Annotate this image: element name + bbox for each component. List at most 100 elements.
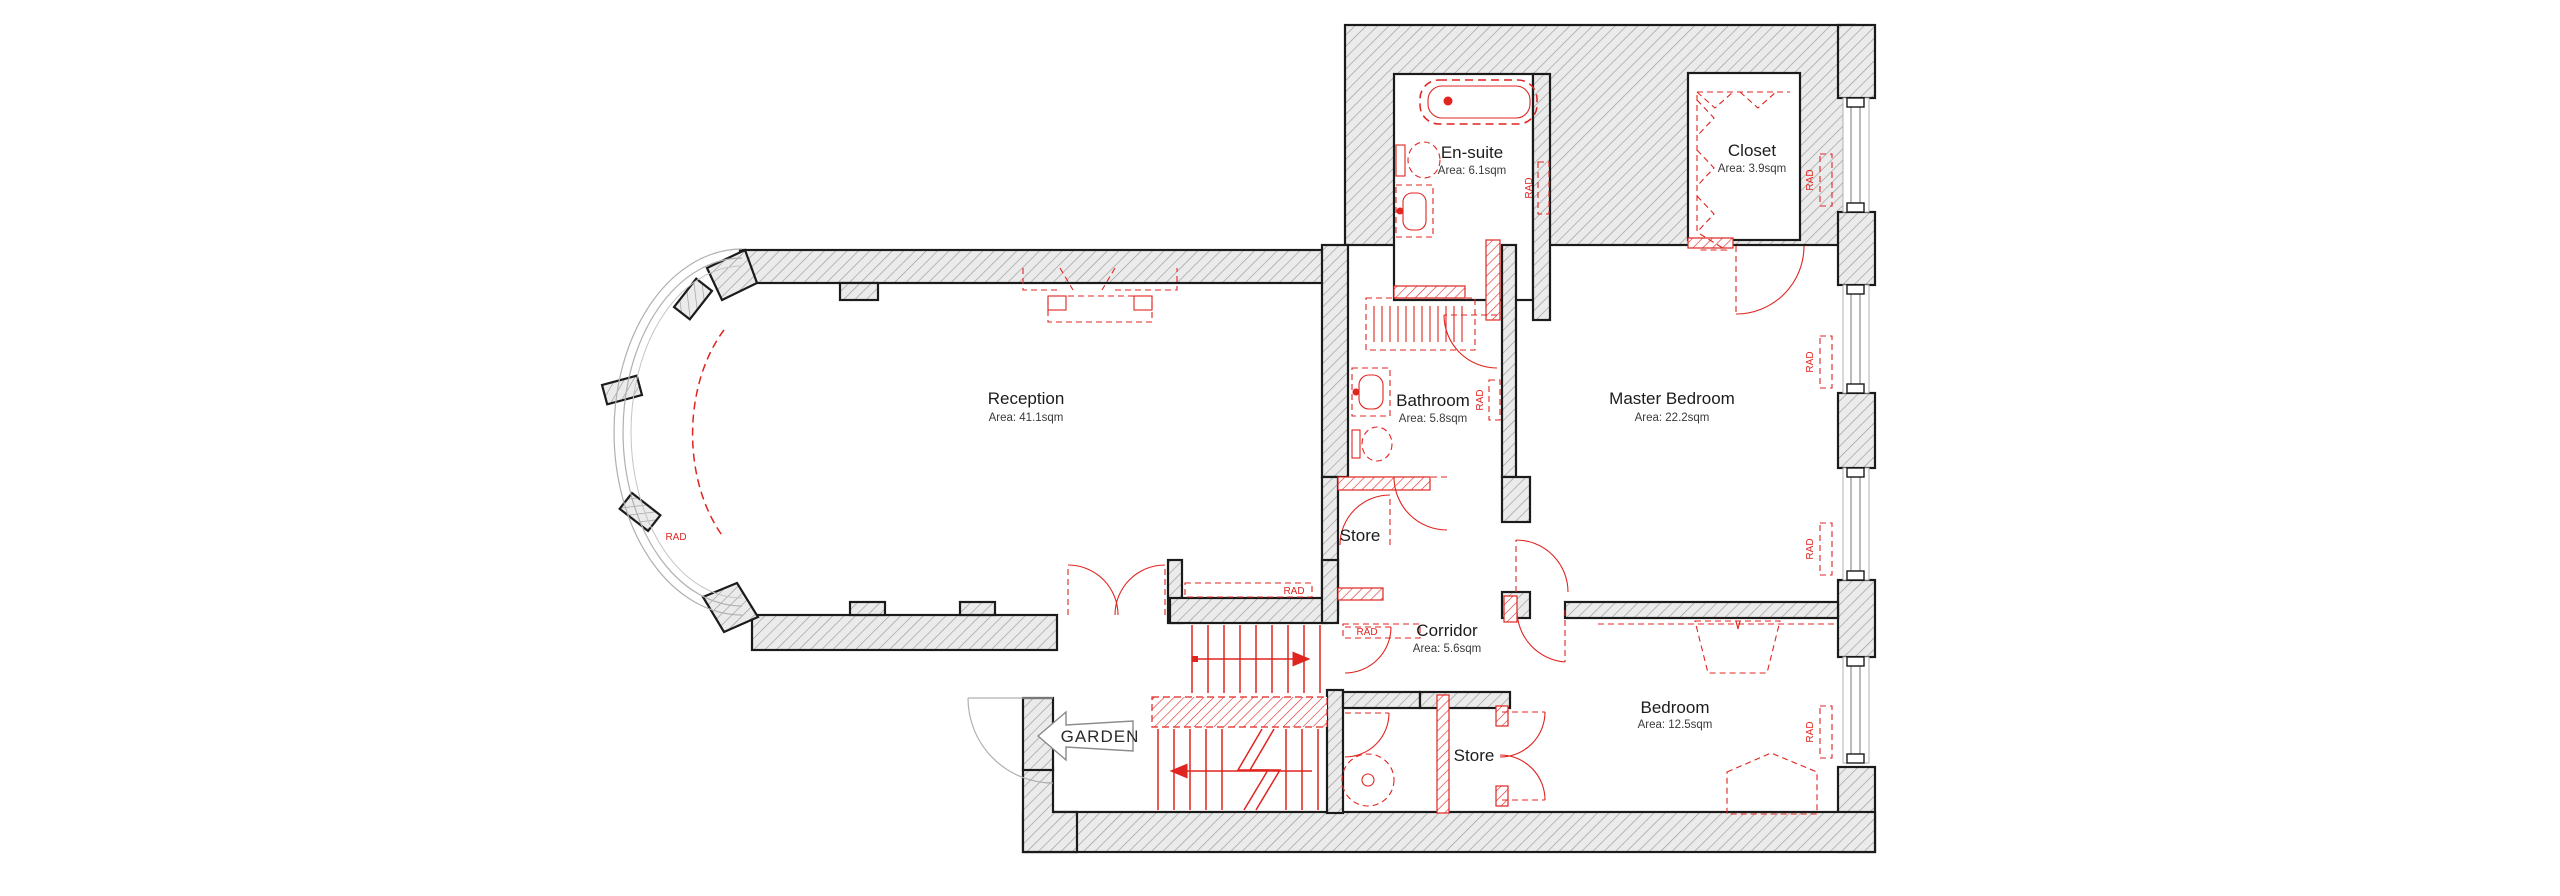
reception-walls (600, 248, 1347, 652)
room-label-bedroom: Bedroom (1641, 698, 1710, 717)
room-labels: Reception Area: 41.1sqm En-suite Area: 6… (988, 141, 1786, 765)
reception-right-wall-upper (1320, 243, 1350, 479)
room-label-store-lower: Store (1454, 746, 1495, 765)
window: RAD (1805, 656, 1870, 764)
bedroom-door-pier (1503, 595, 1518, 623)
double-door-arcs (1067, 564, 1166, 616)
rad-label: RAD (665, 532, 686, 543)
tank-room-fixtures (1341, 753, 1395, 807)
closet-south-partition (1687, 237, 1734, 249)
bed-icon (1694, 620, 1781, 674)
towel-radiator-icon (1365, 297, 1476, 351)
bay-top-stub (705, 248, 759, 302)
room-label-reception: Reception (988, 389, 1065, 408)
stairwell-east-wall (1325, 688, 1345, 815)
garden-arrow: GARDEN (1036, 710, 1140, 762)
cylinder-tank-icon (1341, 753, 1395, 807)
bay-pier (618, 491, 662, 533)
door-swing-arc (1339, 494, 1391, 546)
wardrobe-icon (1726, 752, 1818, 815)
ensuite-south-partition (1393, 285, 1466, 299)
rad-label: RAD (1805, 538, 1816, 559)
ensuite-door-pier (1485, 239, 1501, 321)
room-label-closet: Closet (1728, 141, 1776, 160)
room-area-ensuite: Area: 6.1sqm (1438, 165, 1506, 177)
bathtub-icon (1419, 79, 1538, 125)
window: RAD (1805, 467, 1870, 581)
bay-radiator (691, 329, 725, 539)
right-wall-pier (1836, 391, 1877, 470)
stair-north-wall (1168, 596, 1329, 625)
store-upper-south-partition (1337, 587, 1384, 601)
stair-east-stub (1320, 558, 1340, 625)
stud-partition-walls (1151, 237, 1734, 814)
room-label-master-bedroom: Master Bedroom (1609, 389, 1735, 408)
room-area-bedroom: Area: 12.5sqm (1638, 719, 1713, 731)
ensuite-radiator (1537, 161, 1550, 215)
right-wall-pier (1836, 23, 1877, 100)
door-swing-arc (1516, 609, 1566, 663)
stair-arrow-start (1192, 656, 1198, 662)
double-door-leaves (1067, 565, 1166, 615)
closet-fixtures (1696, 91, 1790, 251)
right-wall-pier (1836, 578, 1877, 659)
bay-pier (672, 277, 714, 321)
door-swing-arc (1515, 539, 1569, 593)
door-swing-arc (1344, 626, 1392, 674)
bay-window: RAD (613, 248, 743, 616)
garden-label: GARDEN (1061, 727, 1140, 746)
stair-landing-partition (1151, 696, 1328, 728)
vestibule-top-wall (1341, 690, 1422, 710)
store-lower-west-partition (1436, 694, 1450, 814)
bed-notch (1735, 620, 1741, 630)
fireplace (1022, 267, 1178, 323)
ensuite-fixtures: RAD (1395, 79, 1550, 238)
ensuite-east-wall (1531, 72, 1552, 322)
master-west-wall (1500, 243, 1518, 479)
toilet-icon (1351, 426, 1393, 462)
bottom-exterior-wall (1021, 810, 1877, 854)
rad-label: RAD (1805, 169, 1816, 190)
bay-bottom-stub (701, 581, 760, 634)
rad-label: RAD (1283, 586, 1304, 597)
reception-top-wall (738, 248, 1347, 285)
bedroom-north-wall (1563, 600, 1840, 620)
staircase: RAD RAD (1157, 582, 1421, 811)
door-swing-arc (1499, 754, 1546, 801)
right-wall-pier (1836, 210, 1877, 287)
store-upper-north-partition (1337, 476, 1431, 491)
room-label-store-upper: Store (1340, 526, 1381, 545)
reception-bottom-pier (848, 600, 887, 617)
vestibule-radiator (1342, 623, 1421, 639)
rad-label: RAD (1524, 177, 1535, 198)
room-area-reception: Area: 41.1sqm (989, 412, 1064, 424)
reception-bottom-wall (750, 613, 1059, 652)
bay-glazing-line (613, 248, 743, 616)
room-area-closet: Area: 3.9sqm (1718, 163, 1786, 175)
room-label-bathroom: Bathroom (1396, 391, 1470, 410)
window: RAD (1805, 284, 1870, 394)
right-windows: RAD RAD RAD RAD (1805, 97, 1870, 764)
store-lower-door-pier (1495, 785, 1509, 807)
door-swing-arc (1735, 245, 1805, 315)
rad-label: RAD (1475, 389, 1486, 410)
master-west-wall-corner (1500, 475, 1532, 524)
rad-label: RAD (1805, 351, 1816, 372)
room-area-bathroom: Area: 5.8sqm (1399, 413, 1467, 425)
room-label-ensuite: En-suite (1441, 143, 1503, 162)
bay-glazing-line (622, 257, 743, 607)
room-label-corridor: Corridor (1416, 621, 1478, 640)
reception-top-pier (838, 281, 880, 302)
garden-door-arc (967, 697, 1054, 784)
rad-label: RAD (1356, 627, 1377, 638)
cylinder-tank-center (1361, 773, 1375, 787)
sink-icon (1395, 184, 1434, 238)
bay-pier (600, 374, 644, 406)
doors (967, 245, 1805, 801)
bathroom-radiator (1488, 379, 1501, 421)
room-area-master-bedroom: Area: 22.2sqm (1635, 412, 1710, 424)
door-swing-arc (1443, 314, 1498, 369)
bathroom-fixtures: RAD (1351, 297, 1501, 462)
